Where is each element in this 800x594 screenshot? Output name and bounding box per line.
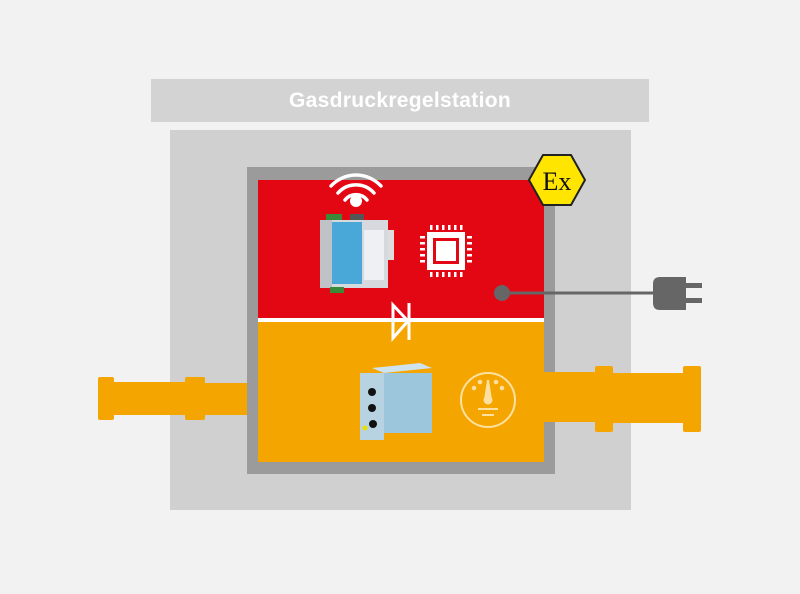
svg-text:Ex: Ex xyxy=(543,167,572,196)
diode-icon xyxy=(391,301,411,342)
module-device xyxy=(360,363,432,440)
power-plug-icon xyxy=(494,277,702,310)
inlet-pipe xyxy=(98,377,260,420)
station-title: Gasdruckregelstation xyxy=(151,79,649,122)
ex-hazard-icon: Ex xyxy=(527,154,587,206)
router-device xyxy=(320,214,394,293)
zone-divider xyxy=(258,318,544,322)
gauge-icon xyxy=(460,372,516,428)
chip-icon xyxy=(420,225,472,277)
wifi-icon xyxy=(329,173,383,207)
